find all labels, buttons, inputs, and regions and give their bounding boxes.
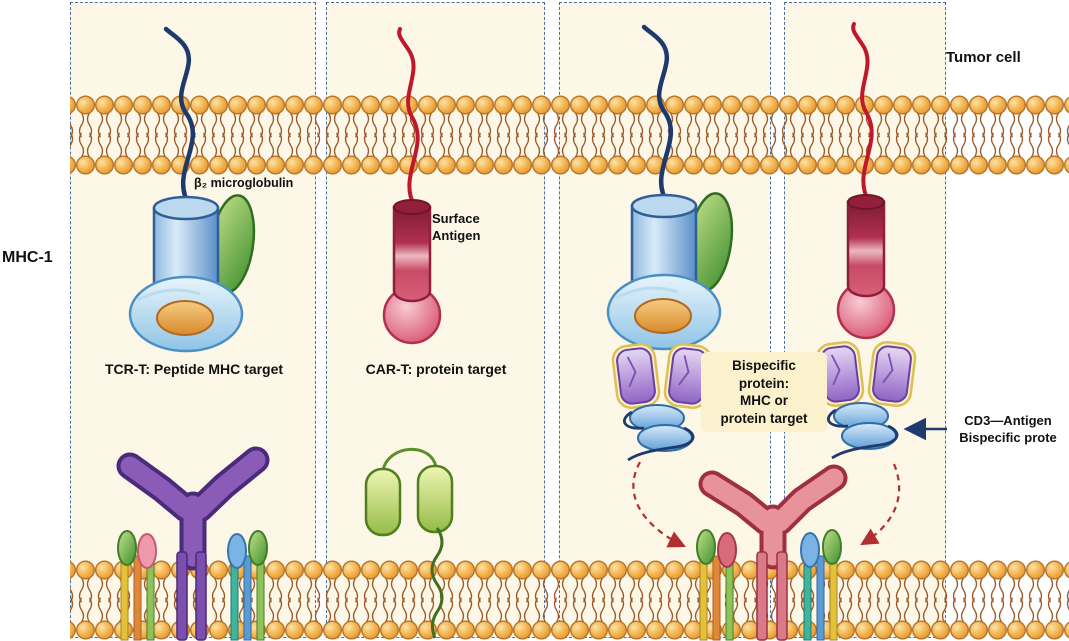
cd3-complex xyxy=(117,530,268,641)
tumor-membrane xyxy=(70,95,1069,175)
bispecific-protein-icon xyxy=(609,341,715,462)
tcell-membrane xyxy=(70,560,1069,640)
car-receptor-icon xyxy=(364,447,454,639)
bispecific-caption-box: Bispecific protein: MHC or protein targe… xyxy=(701,352,827,433)
tcr-receptor-icon xyxy=(116,446,270,641)
tumor-cell-label: Tumor cell xyxy=(946,49,1021,66)
mhc1-label: MHC-1 xyxy=(2,249,53,266)
cd3-complex xyxy=(696,529,842,641)
dashed-arrow-right-icon xyxy=(860,463,901,546)
surface-antigen-icon xyxy=(836,22,896,340)
panel2-caption: CAR-T: protein target xyxy=(365,361,507,377)
surface-antigen-icon xyxy=(382,27,442,345)
bispecific-protein-icon xyxy=(813,339,919,460)
panel1-caption: TCR-T: Peptide MHC target xyxy=(104,361,284,377)
beta2-microglobulin-label: β₂ microglobulin xyxy=(194,176,294,190)
surface-antigen-label: Surface Antigen xyxy=(432,211,481,243)
dashed-arrow-left-icon xyxy=(632,461,686,548)
shared-tcr-receptor-icon xyxy=(698,464,848,641)
cd3-bispecific-label: CD3—Antigen Bispecific prote xyxy=(959,413,1057,445)
mhc-complex-icon xyxy=(608,27,738,349)
